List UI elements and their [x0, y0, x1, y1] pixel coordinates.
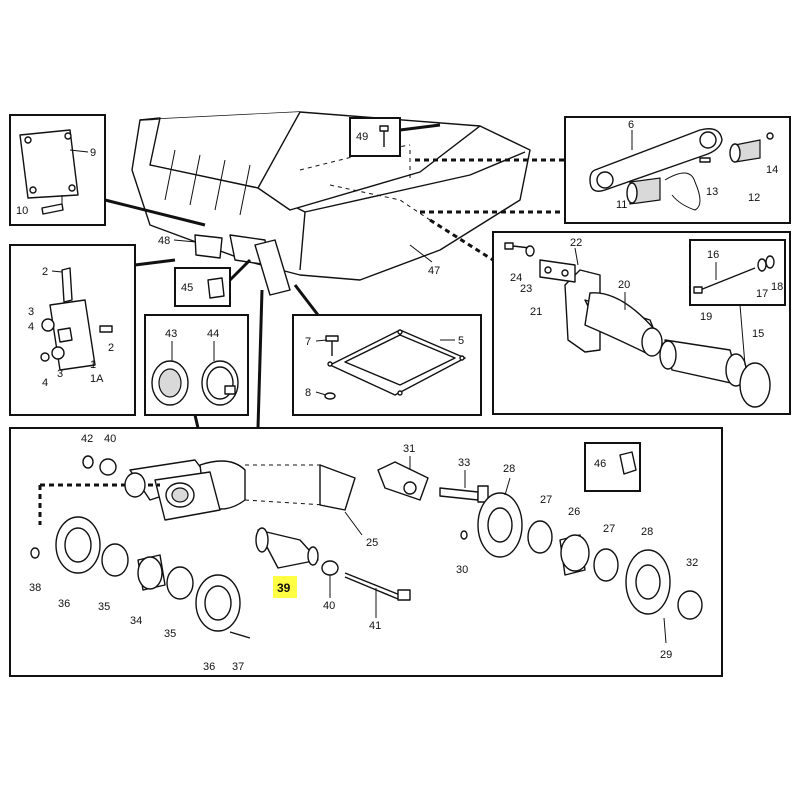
callout-35-left: 35: [98, 601, 110, 613]
callout-28-upper: 28: [503, 463, 515, 475]
callout-36-left: 36: [58, 598, 70, 610]
callout-5: 5: [458, 335, 464, 347]
callout-1: 1: [90, 359, 96, 371]
callout-2-top: 2: [42, 266, 48, 278]
callout-12: 12: [748, 192, 760, 204]
callout-40-upper: 40: [104, 433, 116, 445]
callout-33: 33: [458, 457, 470, 469]
callout-4-bottom: 4: [42, 377, 48, 389]
callout-9: 9: [90, 147, 96, 159]
callout-3-top: 3: [28, 306, 34, 318]
callout-26: 26: [568, 506, 580, 518]
box-cover-5: 7 8 5: [292, 284, 482, 416]
box-bolt-16-17-18: 16 17 18: [689, 239, 786, 366]
callout-32: 32: [686, 557, 698, 569]
callout-47: 47: [428, 265, 440, 277]
callout-1a: 1A: [90, 373, 104, 385]
callout-30: 30: [456, 564, 468, 576]
callout-3-bottom: 3: [57, 368, 63, 380]
callout-35-right: 35: [164, 628, 176, 640]
callout-43: 43: [165, 328, 177, 340]
callout-28-lower: 28: [641, 526, 653, 538]
callout-39: 39: [277, 581, 291, 595]
callout-36-right: 36: [203, 661, 215, 673]
callout-29: 29: [660, 649, 672, 661]
callout-49: 49: [356, 131, 368, 143]
machine-frame-illustration: [131, 111, 531, 296]
callout-8: 8: [305, 387, 311, 399]
callout-11: 11: [616, 199, 627, 211]
callout-15: 15: [752, 328, 764, 340]
callout-7: 7: [305, 336, 311, 348]
callout-4-top: 4: [28, 321, 34, 333]
callout-34: 34: [130, 615, 142, 627]
highlight-39: [273, 576, 297, 598]
callout-40-lower: 40: [323, 600, 335, 612]
callout-37: 37: [232, 661, 244, 673]
callout-22: 22: [570, 237, 582, 249]
callout-31: 31: [403, 443, 415, 455]
callout-20: 20: [618, 279, 630, 291]
callout-14: 14: [766, 164, 778, 176]
callout-6: 6: [628, 119, 634, 131]
callout-48: 48: [158, 235, 170, 247]
callout-42: 42: [81, 433, 93, 445]
callout-group-48: 48: [158, 235, 197, 247]
callout-45: 45: [181, 282, 193, 294]
callout-27-lower: 27: [603, 523, 615, 535]
box-cylinder-assembly: 39 40 41 38 36 35 34 35 36 37 42: [9, 289, 723, 677]
callout-23: 23: [520, 283, 532, 295]
box-link-arm: 6 11 12 13 14: [415, 116, 791, 224]
callout-27-upper: 27: [540, 494, 552, 506]
callout-24: 24: [510, 272, 522, 284]
callout-16: 16: [707, 249, 719, 261]
callout-10: 10: [16, 205, 28, 217]
callout-25: 25: [366, 537, 378, 549]
callout-46: 46: [594, 458, 606, 470]
callout-18: 18: [771, 281, 783, 293]
callout-44: 44: [207, 328, 219, 340]
callout-38: 38: [29, 582, 41, 594]
callout-13: 13: [706, 186, 718, 198]
callout-17: 17: [756, 288, 768, 300]
callout-19: 19: [700, 311, 712, 323]
box-grease-45: 45: [174, 258, 252, 307]
box-seals-43-44: 43 44: [144, 314, 249, 416]
box-bracket-assembly: 2 3 4 2 1 1A 3 4: [9, 244, 176, 416]
callout-21: 21: [530, 306, 542, 318]
callout-2-right: 2: [108, 342, 114, 354]
box-cover-plate: 9 10: [9, 114, 206, 227]
box-screw-49: 49: [349, 117, 441, 180]
callout-41: 41: [369, 620, 381, 632]
